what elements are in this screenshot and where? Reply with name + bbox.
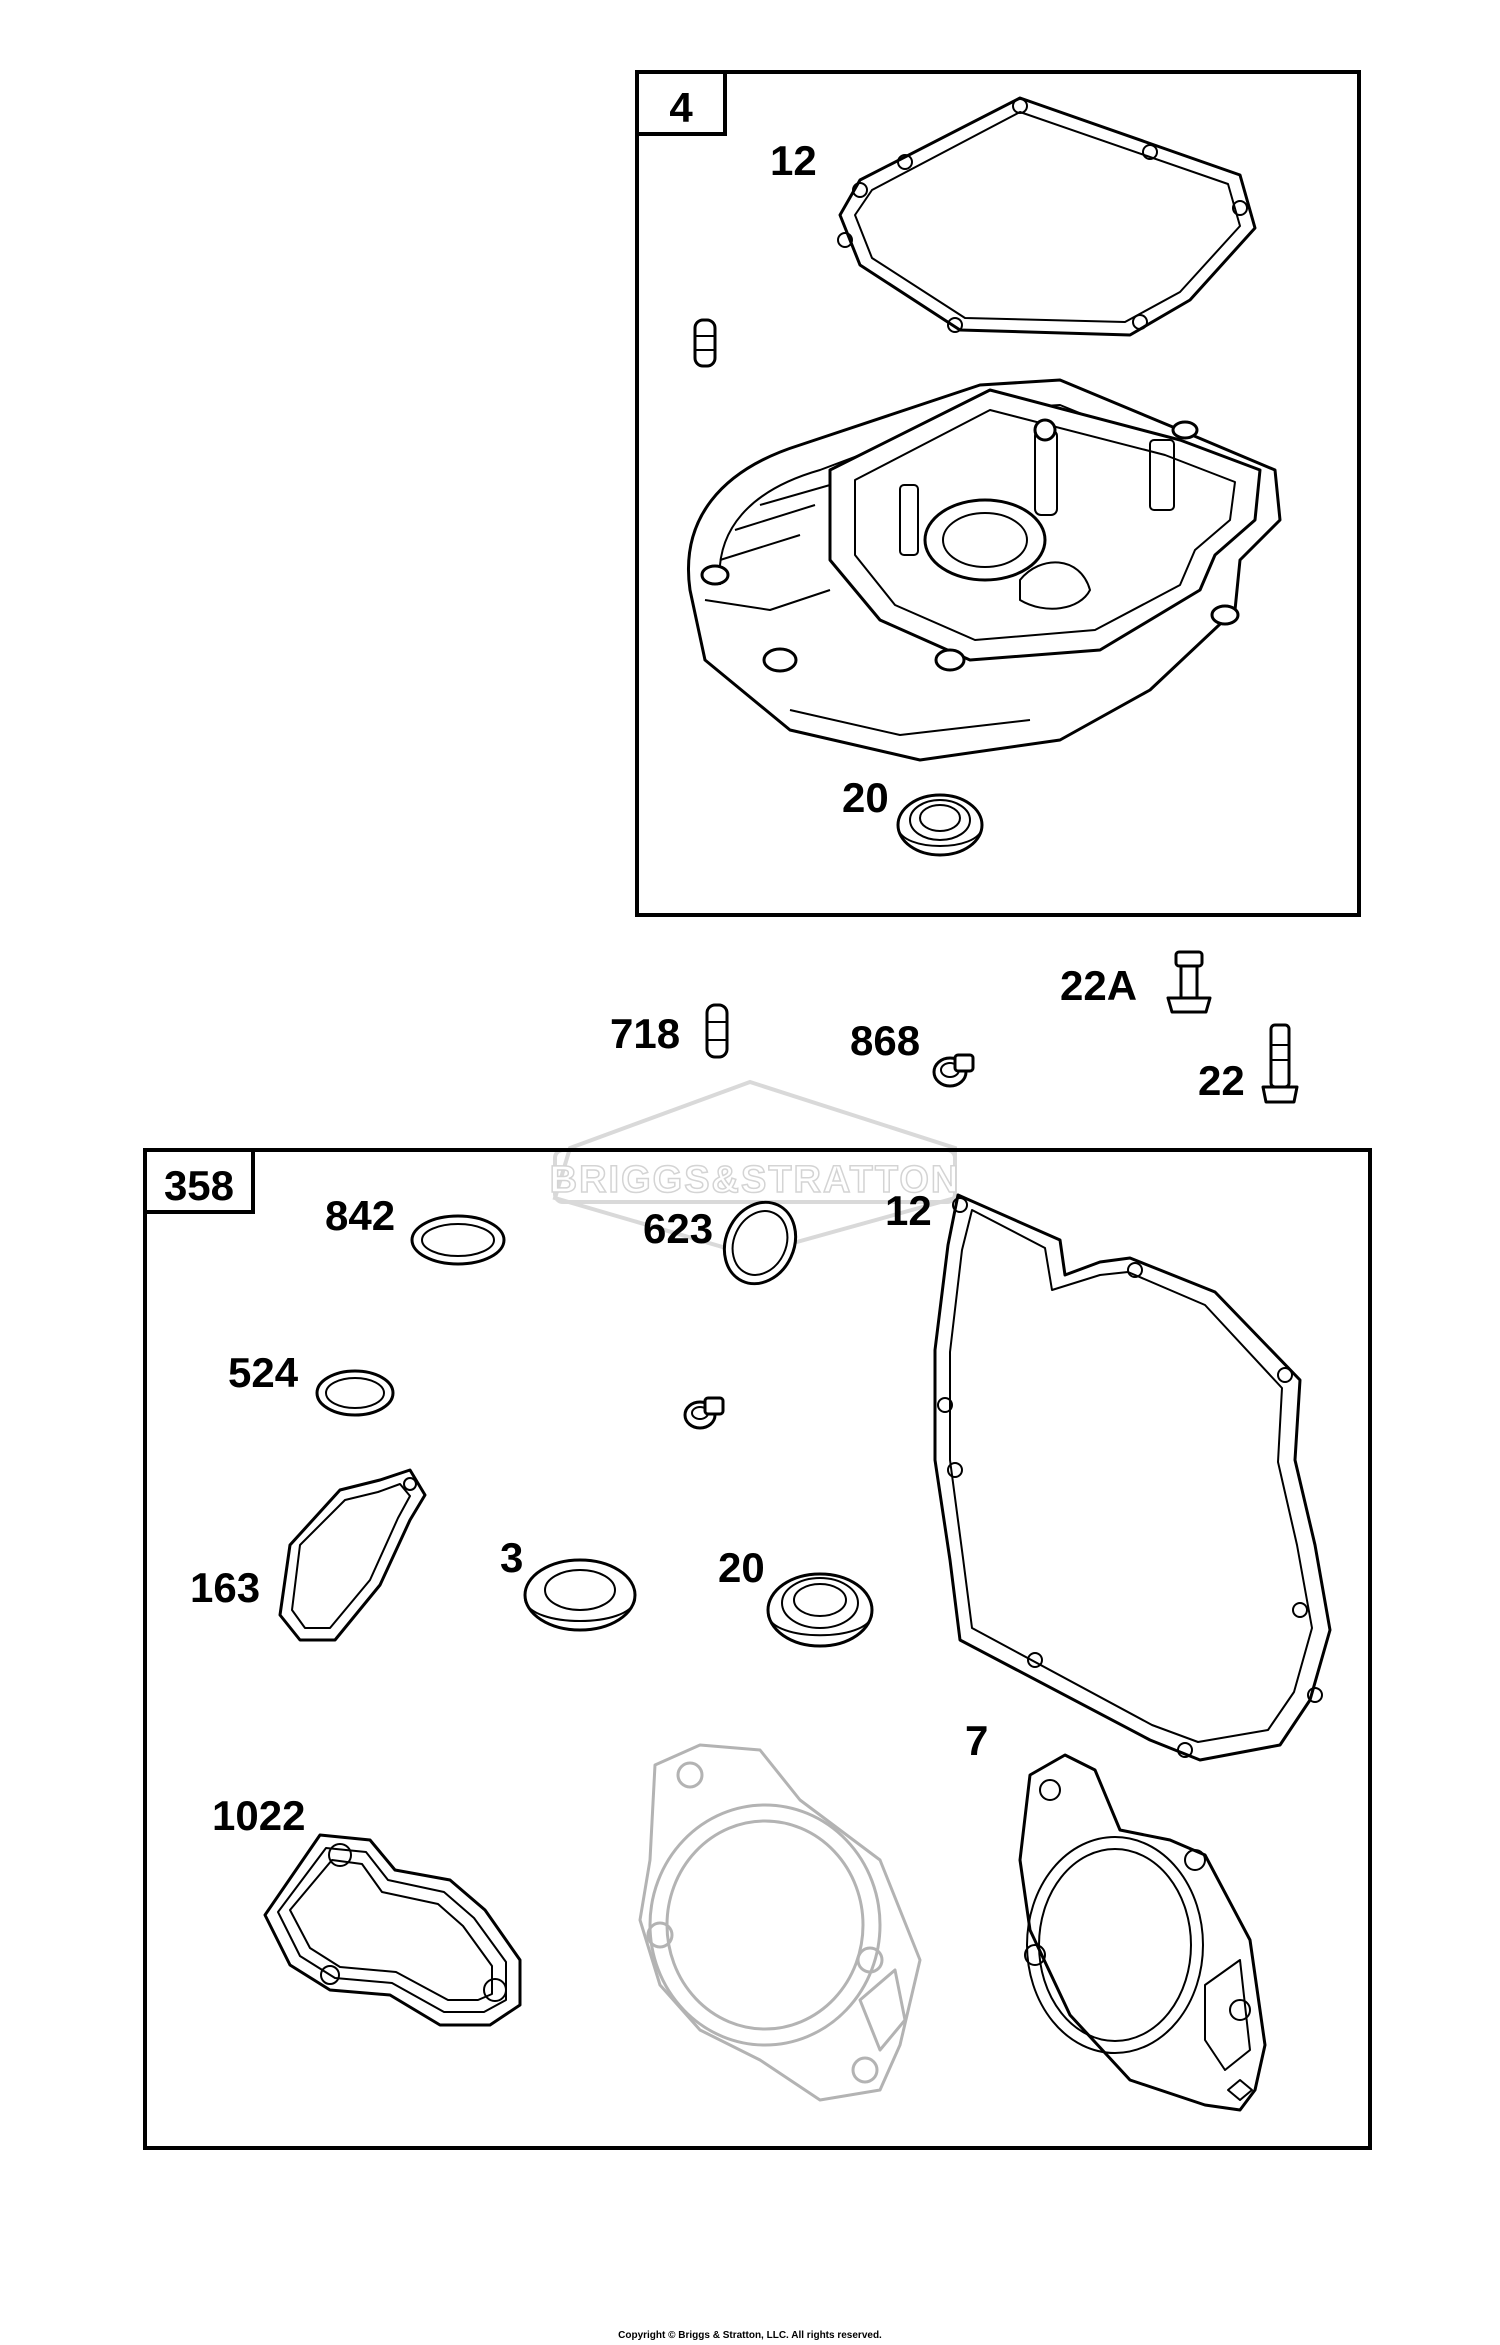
callout-3[interactable]: 3 xyxy=(500,1534,523,1581)
callout-12-bottom[interactable]: 12 xyxy=(885,1187,932,1234)
oil-seal-20-top[interactable] xyxy=(896,793,984,857)
top-group: 4 12 xyxy=(635,70,1361,917)
bolt-22A[interactable] xyxy=(1166,950,1212,1014)
oil-seal-20-bottom[interactable] xyxy=(766,1572,874,1648)
copyright-footer: Copyright © Briggs & Stratton, LLC. All … xyxy=(618,2330,882,2341)
top-group-frame xyxy=(635,70,1361,917)
callout-718[interactable]: 718 xyxy=(610,1010,680,1057)
rocker-cover-gasket-1022[interactable] xyxy=(263,1833,522,2027)
brand-watermark: BRIGGS&STRATTON xyxy=(549,1079,961,1258)
callout-7[interactable]: 7 xyxy=(965,1717,988,1764)
bottom-group-frame xyxy=(143,1148,1372,2150)
gasket-12-top[interactable] xyxy=(837,96,1257,337)
gasket-163[interactable] xyxy=(278,1468,427,1642)
callout-163[interactable]: 163 xyxy=(190,1564,260,1611)
bottom-group-tag xyxy=(143,1148,255,1214)
bottom-group-number[interactable]: 358 xyxy=(164,1162,234,1209)
bottom-group: 358 842 623 524 163 xyxy=(143,1148,1372,2150)
seal-3[interactable] xyxy=(523,1558,637,1632)
callout-12-top[interactable]: 12 xyxy=(770,137,817,184)
head-gasket-7[interactable] xyxy=(1018,1753,1267,2112)
watermark-text: BRIGGS&STRATTON xyxy=(550,1159,961,1201)
dowel-pin-718[interactable] xyxy=(705,1003,729,1059)
callout-22[interactable]: 22 xyxy=(1198,1057,1245,1104)
crankcase-cover[interactable] xyxy=(687,378,1282,762)
head-gasket-ghost xyxy=(638,1743,922,2102)
callout-842[interactable]: 842 xyxy=(325,1192,395,1239)
callout-868[interactable]: 868 xyxy=(850,1017,920,1064)
callout-22A[interactable]: 22A xyxy=(1060,962,1137,1009)
plug-868[interactable] xyxy=(932,1053,975,1088)
callout-524[interactable]: 524 xyxy=(228,1349,299,1396)
o-ring-524[interactable] xyxy=(315,1369,395,1417)
dowel-pin-top[interactable] xyxy=(693,318,717,368)
top-group-number[interactable]: 4 xyxy=(669,84,693,131)
callout-1022[interactable]: 1022 xyxy=(212,1792,305,1839)
gasket-12-bottom[interactable] xyxy=(933,1193,1332,1762)
top-group-tag xyxy=(635,70,727,136)
callout-20-top[interactable]: 20 xyxy=(842,774,889,821)
callout-623[interactable]: 623 xyxy=(643,1205,713,1252)
bolt-22[interactable] xyxy=(1261,1023,1299,1104)
plug-kit[interactable] xyxy=(683,1396,725,1430)
o-ring-623[interactable] xyxy=(711,1191,808,1296)
o-ring-842[interactable] xyxy=(410,1214,506,1266)
callout-20-bottom[interactable]: 20 xyxy=(718,1544,765,1591)
